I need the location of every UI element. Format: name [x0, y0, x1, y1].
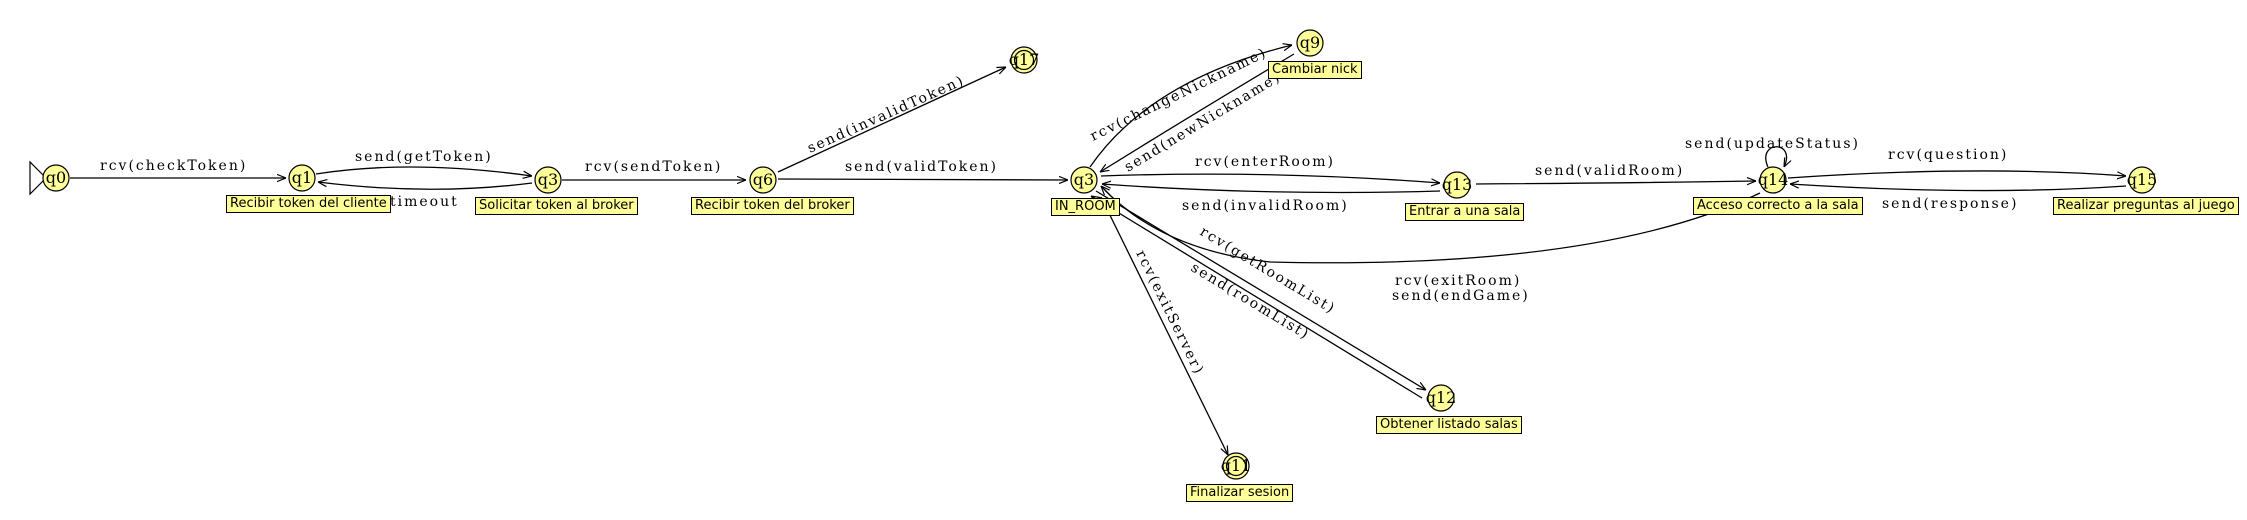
edge-exit-server	[1100, 196, 1228, 455]
state-q1-id: q1	[292, 168, 312, 187]
caption-q6: Recibir token del broker	[691, 197, 854, 215]
label-room-list: send(roomList)	[1188, 260, 1313, 344]
state-q9-id: q9	[1300, 33, 1320, 52]
state-q15: q15	[2127, 166, 2158, 194]
state-q12: q12	[1426, 384, 1457, 412]
edge-get-token	[315, 166, 532, 176]
edge-invalid-token	[777, 67, 1006, 173]
edge-question	[1787, 170, 2126, 178]
label-invalid-token: send(invalidToken)	[805, 73, 967, 157]
label-exit-room: rcv(exitRoom)	[1395, 273, 1521, 289]
state-q0: q0	[42, 164, 70, 192]
state-q17: q17	[1009, 46, 1040, 74]
caption-q14: Acceso correcto a la sala	[1693, 197, 1863, 215]
caption-q12: Obtener listado salas	[1376, 416, 1522, 434]
state-q15-id: q15	[2127, 170, 2158, 189]
label-invalid-room: send(invalidRoom)	[1182, 198, 1349, 214]
state-q0-id: q0	[46, 168, 66, 187]
caption-q3-token: Solicitar token al broker	[475, 197, 638, 215]
state-q11: q11	[1221, 452, 1252, 480]
caption-q11: Finalizar sesion	[1186, 484, 1294, 502]
edge-valid-token	[777, 179, 1068, 180]
state-q3-in-room: q3	[1070, 166, 1098, 194]
state-q1: q1	[288, 164, 316, 192]
state-q14: q14	[1758, 166, 1789, 194]
caption-q13: Entrar a una sala	[1405, 203, 1525, 221]
edge-valid-room	[1475, 181, 1756, 184]
label-valid-token: send(validToken)	[845, 159, 998, 175]
state-q11-id: q11	[1221, 456, 1252, 475]
edge-room-list	[1091, 196, 1423, 399]
edge-update-status	[1765, 146, 1787, 167]
label-get-token: send(getToken)	[355, 149, 493, 165]
edge-exit-room	[1101, 186, 1761, 264]
state-q13-id: q13	[1442, 175, 1473, 194]
caption-q3-in-room: IN_ROOM	[1051, 198, 1120, 216]
caption-q1: Recibir token del cliente	[226, 195, 391, 213]
edge-get-room-list	[1095, 190, 1426, 390]
label-question: rcv(question)	[1888, 147, 2008, 163]
edge-enter-room	[1100, 173, 1440, 183]
label-send-token: rcv(sendToken)	[585, 159, 722, 175]
initial-state-marker	[29, 160, 47, 196]
state-q6-id: q6	[753, 170, 773, 189]
state-q13: q13	[1442, 171, 1473, 199]
edges	[70, 45, 2126, 455]
caption-q15: Realizar preguntas al juego	[2053, 197, 2239, 215]
state-q14-id: q14	[1758, 170, 1789, 189]
state-q3-token-id: q3	[538, 170, 558, 189]
state-q3-token: q3	[534, 166, 562, 194]
label-end-game: send(endGame)	[1392, 288, 1530, 304]
label-valid-room: send(validRoom)	[1535, 163, 1684, 179]
state-q12-id: q12	[1426, 388, 1457, 407]
label-update-status: send(updateStatus)	[1685, 136, 1860, 152]
label-response: send(response)	[1882, 196, 2018, 212]
state-q6: q6	[749, 166, 777, 194]
state-q17-id: q17	[1009, 50, 1040, 69]
label-timeout: timeout	[390, 194, 459, 210]
edge-timeout	[318, 182, 533, 190]
edge-change-nickname	[1089, 45, 1292, 168]
label-check-token: rcv(checkToken)	[100, 158, 247, 174]
edge-response	[1790, 184, 2127, 192]
label-enter-room: rcv(enterRoom)	[1195, 154, 1335, 170]
state-q9: q9	[1296, 29, 1324, 57]
state-q3-in-room-id: q3	[1074, 170, 1094, 189]
edge-invalid-room	[1102, 184, 1441, 194]
caption-q9: Cambiar nick	[1268, 61, 1362, 79]
